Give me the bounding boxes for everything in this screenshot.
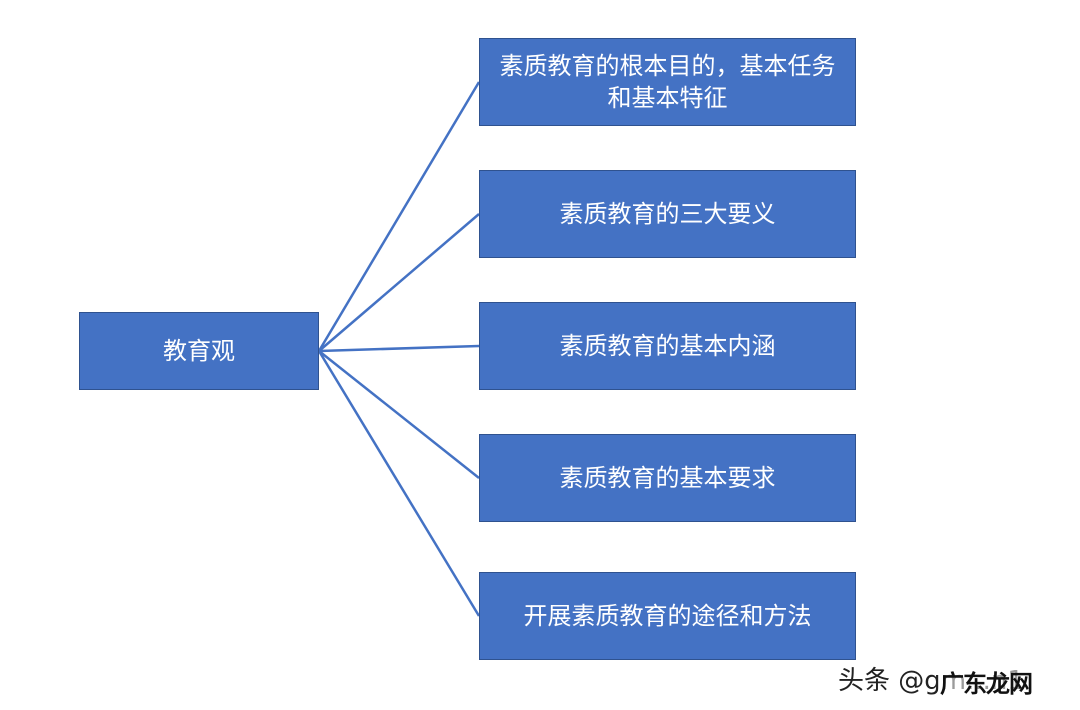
- child-node-1-label: 素质教育的根本目的，基本任务和基本特征: [499, 52, 836, 112]
- child-node-3-label: 素质教育的基本内涵: [559, 332, 776, 360]
- child-node-2: 素质教育的三大要义: [479, 170, 856, 258]
- root-node: 教育观: [79, 312, 319, 390]
- child-node-1: 素质教育的根本目的，基本任务和基本特征: [479, 38, 856, 126]
- child-node-5: 开展素质教育的途径和方法: [479, 572, 856, 660]
- connector-to-child-3: [318, 344, 480, 353]
- connector-to-child-2: [318, 213, 480, 352]
- root-node-label: 教育观: [163, 337, 235, 365]
- connector-to-child-4: [318, 350, 480, 479]
- connector-to-child-5: [317, 350, 481, 617]
- child-node-4: 素质教育的基本要求: [479, 434, 856, 522]
- child-node-3: 素质教育的基本内涵: [479, 302, 856, 390]
- child-node-5-label: 开展素质教育的途径和方法: [523, 602, 812, 630]
- connector-to-child-1: [317, 81, 481, 352]
- watermark-overlay: 广东龙网: [938, 664, 1034, 699]
- child-node-2-label: 素质教育的三大要义: [559, 200, 776, 228]
- watermark: 头条 @gm...n1 广东龙网: [838, 656, 1034, 700]
- child-node-4-label: 素质教育的基本要求: [559, 464, 776, 492]
